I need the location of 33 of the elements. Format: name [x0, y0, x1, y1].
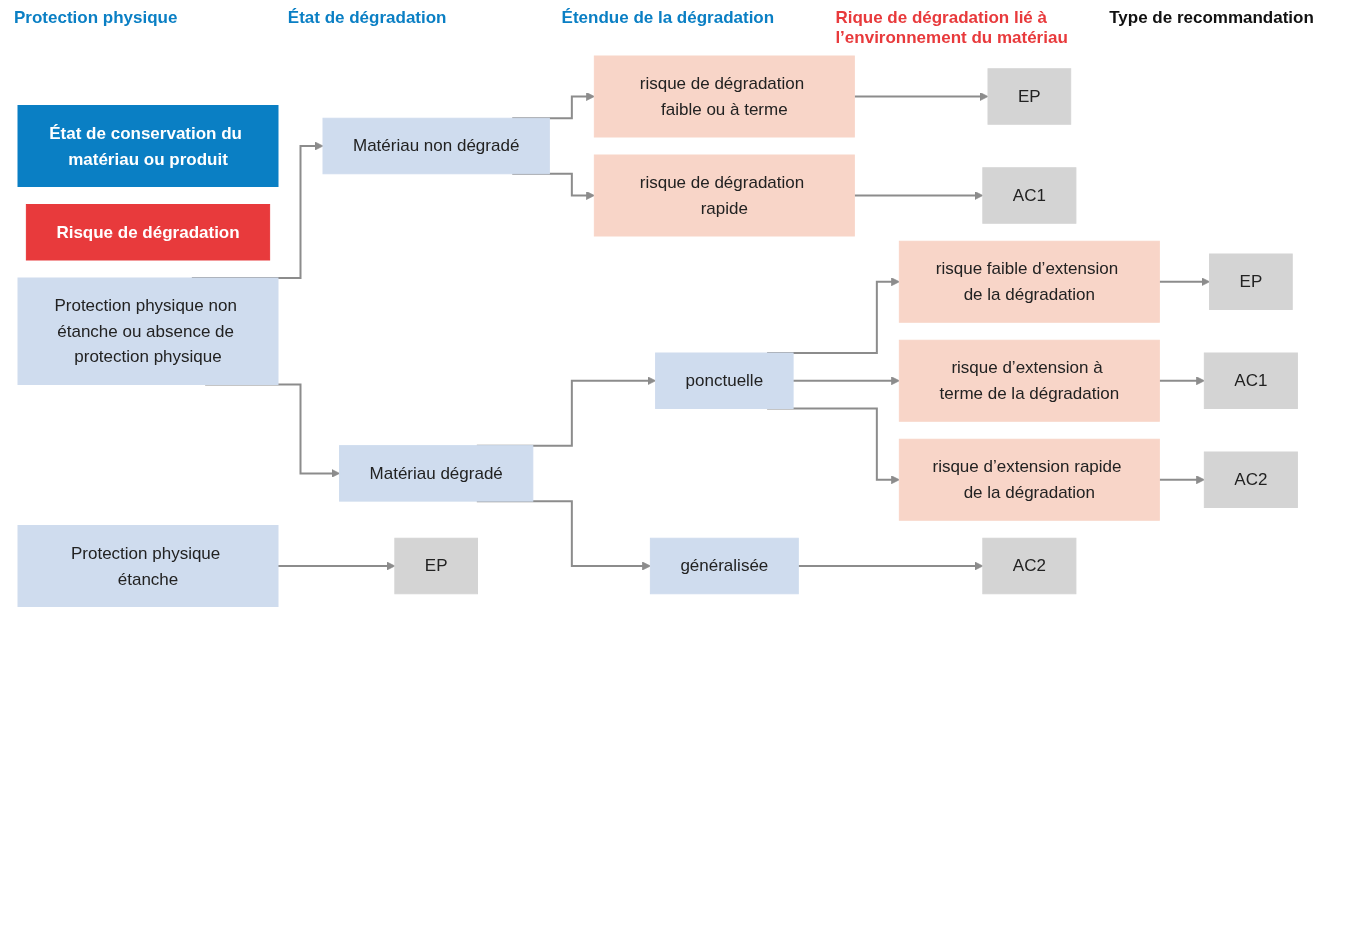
arrow — [792, 376, 900, 386]
node-box: Matériau non dégradé — [322, 117, 550, 175]
arrow — [1158, 277, 1210, 287]
node-box: État de conservation du matériau ou produit — [17, 105, 279, 187]
arrow — [797, 561, 984, 571]
column-heading: Type de recommandation — [1109, 8, 1315, 29]
node-box: Matériau dégradé — [339, 445, 534, 502]
arrow — [853, 92, 989, 101]
node-box: Protection physique étanche — [17, 525, 279, 607]
arrow — [1158, 475, 1205, 485]
node-box: AC2 — [982, 537, 1077, 595]
node-box: généralisée — [649, 537, 799, 595]
node-box: AC1 — [982, 167, 1077, 224]
arrow — [1158, 376, 1205, 386]
node-box: risque d’extension à terme de la dégradation — [898, 339, 1160, 422]
node-box: EP — [1209, 253, 1293, 310]
node-box: risque de dégradation faible ou à terme — [593, 55, 855, 138]
node-box: risque d’extension rapide de la dégradation — [898, 438, 1160, 521]
node-box: EP — [394, 537, 478, 595]
node-box: AC1 — [1203, 352, 1298, 409]
column-heading: État de dégradation — [287, 8, 448, 29]
node-box: EP — [987, 68, 1072, 125]
node-box: Protection physique non étanche ou absence de protection physique — [17, 277, 279, 385]
column-heading: Protection physique — [14, 8, 179, 29]
node-box: risque faible d’extension de la dégradation — [898, 240, 1160, 323]
node-box: Risque de dégradation — [25, 204, 271, 261]
arrow — [277, 561, 396, 571]
node-box: risque de dégradation rapide — [593, 154, 855, 237]
column-heading: Rique de dégradation lié à l’environnement du matériau — [835, 8, 1069, 48]
column-heading: Étendue de la dégradation — [561, 8, 776, 29]
node-box: AC2 — [1203, 451, 1298, 508]
arrow — [853, 191, 984, 200]
node-box: ponctuelle — [655, 352, 794, 409]
